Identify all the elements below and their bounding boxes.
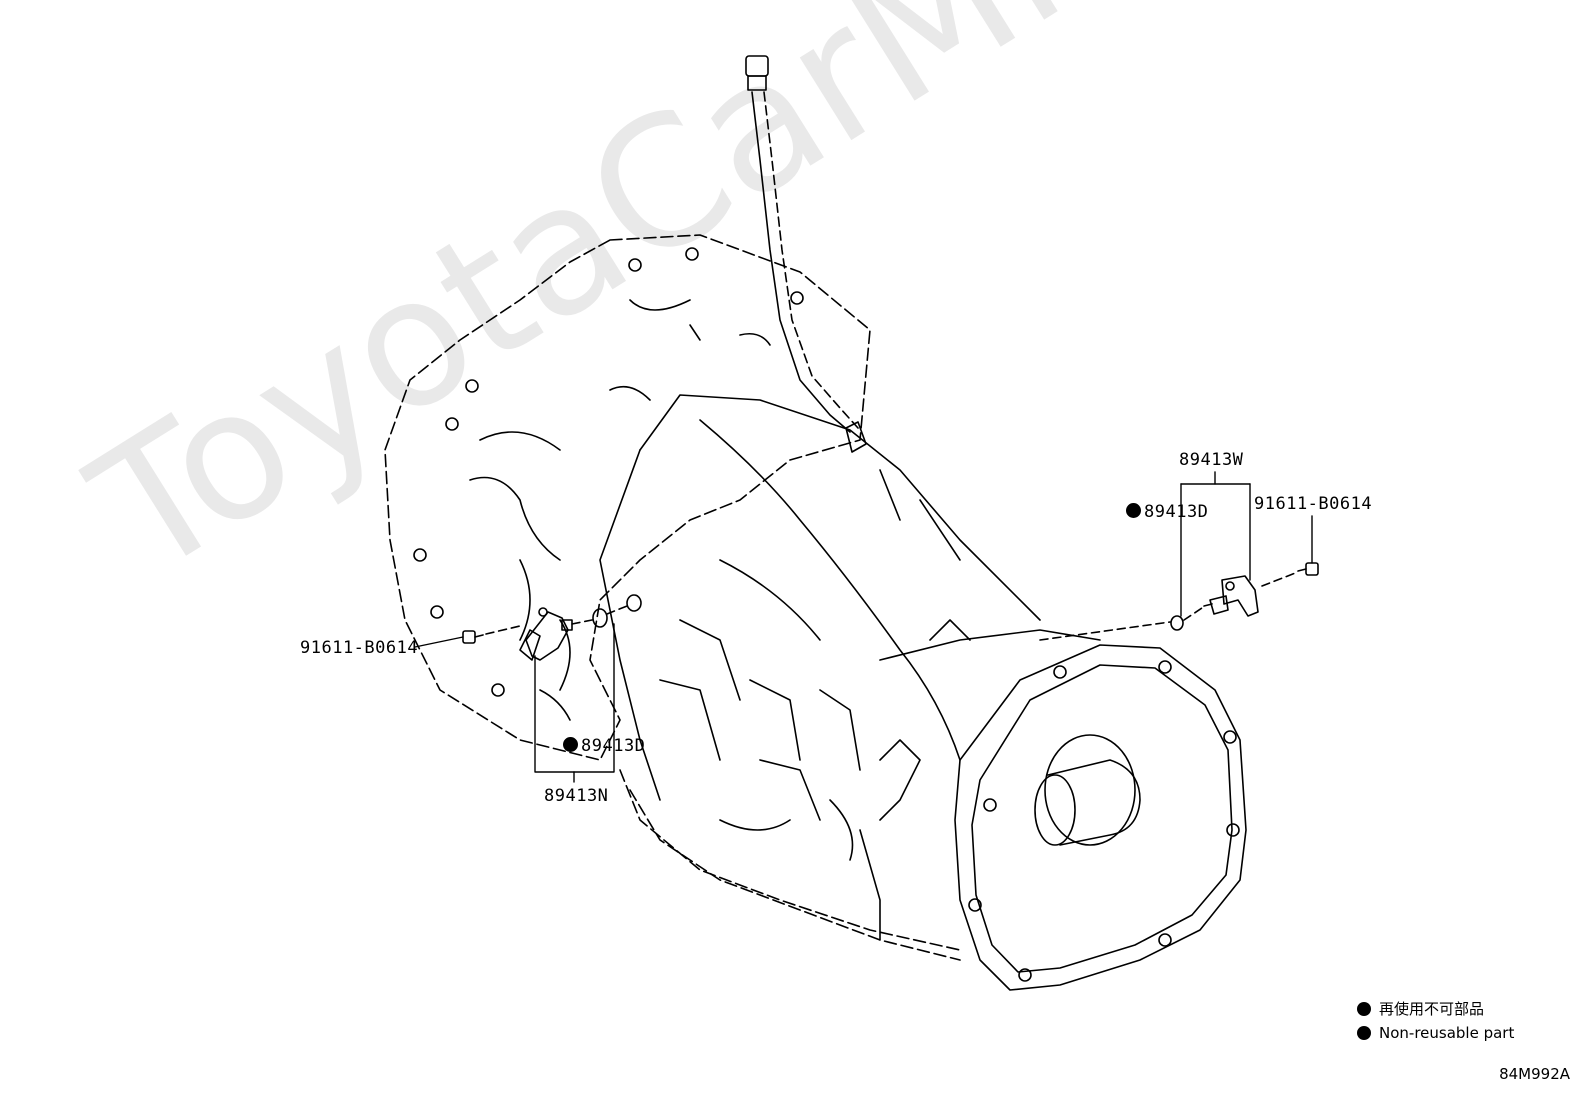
extension-housing: [859, 619, 1101, 941]
diagram-code: 84M992A: [1499, 1065, 1570, 1083]
non-reusable-dot-icon: [1357, 1002, 1371, 1016]
non-reusable-dot-icon: [1126, 503, 1141, 518]
bell-housing-ribs: [469, 299, 771, 721]
legend-japanese: 再使用不可部品: [1357, 998, 1484, 1019]
non-reusable-dot-icon: [1357, 1026, 1371, 1040]
callout-89413W[interactable]: 89413W: [1179, 450, 1244, 470]
bell-housing: [384, 234, 871, 761]
dipstick-tube: [745, 55, 867, 453]
callout-91611-B0614-upper[interactable]: 91611-B0614: [1254, 494, 1373, 514]
oil-pan: [619, 769, 961, 961]
legend-english: Non-reusable part: [1357, 1024, 1514, 1042]
callout-89413D-upper[interactable]: 89413D: [1126, 502, 1208, 522]
bell-housing-bolt-holes: [413, 247, 804, 697]
output-shaft: [1034, 734, 1141, 846]
leader-lines: [414, 471, 1313, 783]
non-reusable-dot-icon: [563, 737, 578, 752]
callout-89413N[interactable]: 89413N: [544, 786, 609, 806]
upper-sensor-mount-line: [1039, 571, 1299, 641]
transmission-case: [599, 394, 1041, 861]
lower-sensor-mount-line: [485, 605, 628, 635]
rear-flange: [954, 644, 1247, 991]
upper-speed-sensor: [1170, 562, 1319, 631]
callout-91611-B0614-lower[interactable]: 91611-B0614: [300, 638, 419, 658]
callout-89413D-lower[interactable]: 89413D: [563, 736, 645, 756]
